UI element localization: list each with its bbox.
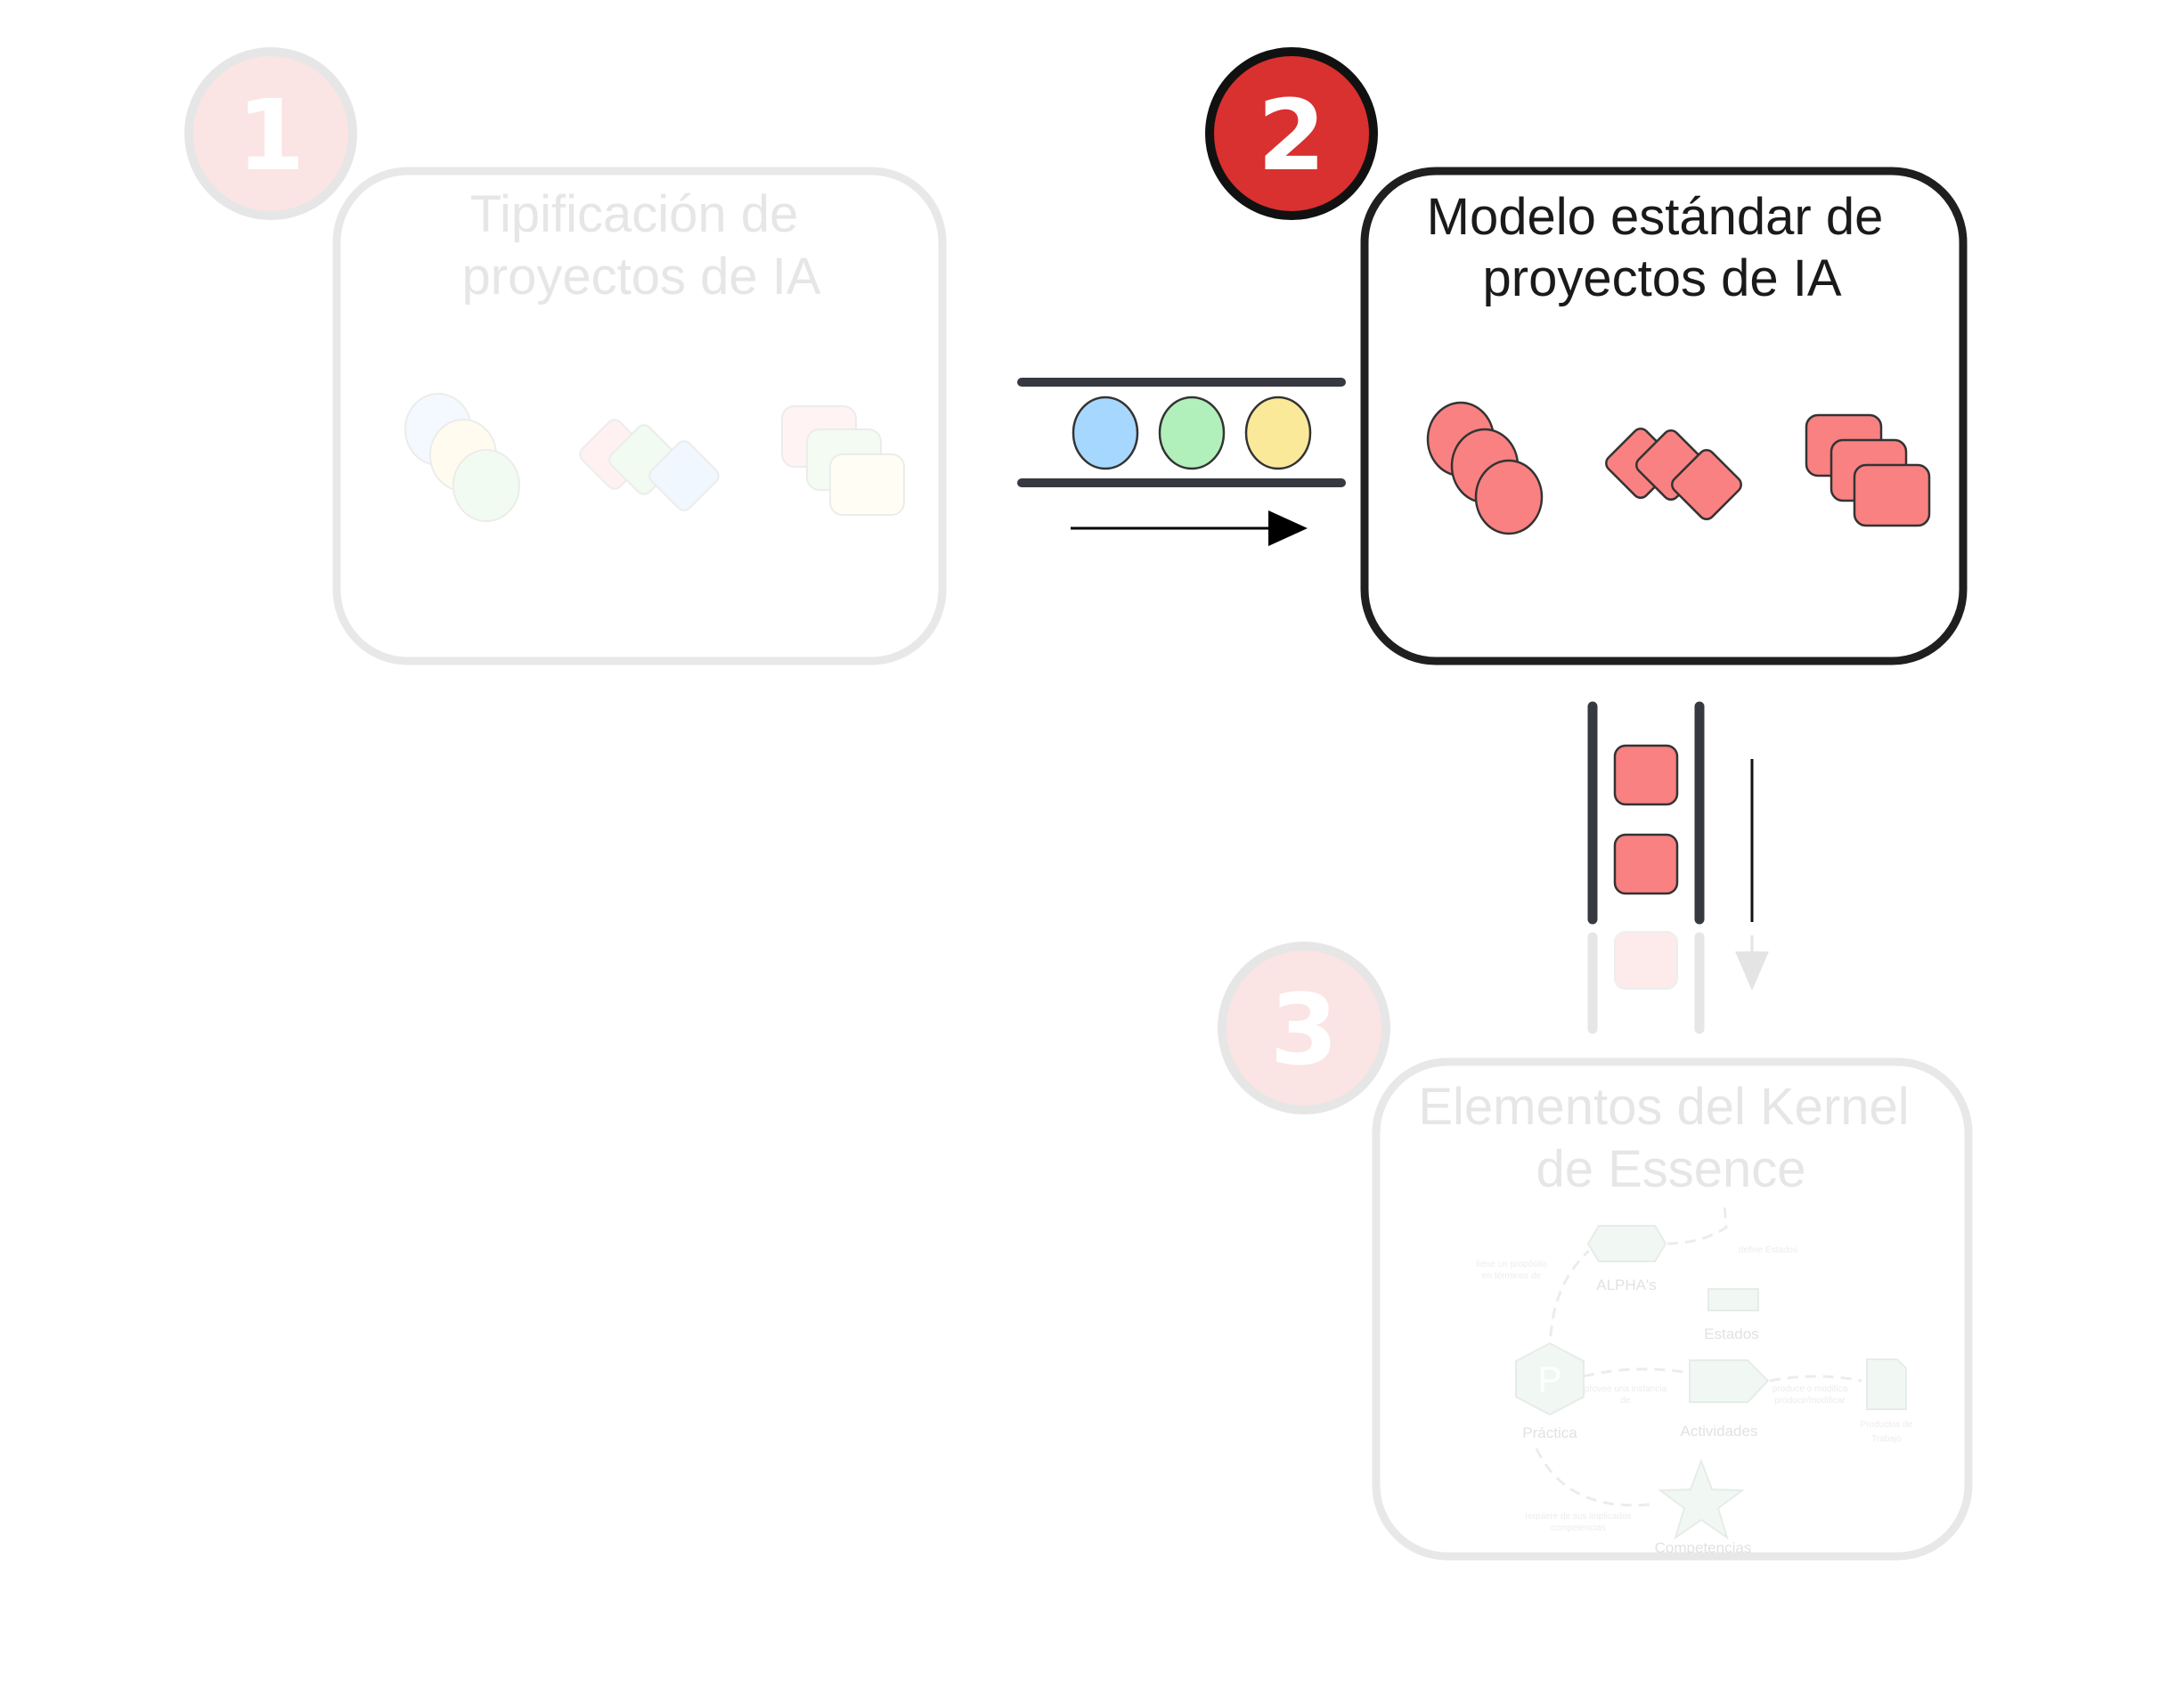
- kernel-edge-practica-competencias-line1: requiere de sus implicados: [1526, 1512, 1632, 1522]
- diamonds-stack-icon: [1605, 428, 1742, 520]
- arrow-right-icon: [1071, 510, 1308, 546]
- circles-stack-icon: [404, 393, 520, 522]
- step-2-number: 2: [1258, 78, 1326, 192]
- kernel-practica-label: Práctica: [1522, 1424, 1577, 1441]
- kernel-connectors: [1535, 1202, 1862, 1507]
- kernel-diagram: ALPHA's Estados P Práctica Actividades P…: [1476, 1202, 1913, 1556]
- practica-glyph: P: [1538, 1360, 1562, 1399]
- step-3: 3 Elementos del Kernel de Essence ALPHA'…: [1218, 942, 1973, 1561]
- kernel-edge-practica-alpha-line1: tiene un propósito: [1476, 1260, 1547, 1269]
- rounded-squares-stack-icon: [781, 405, 905, 516]
- kernel-productos-label-line2: Trabajo: [1871, 1434, 1902, 1444]
- step-3-title-line1: Elementos del Kernel: [1418, 1078, 1909, 1136]
- step-3-title-line2: de Essence: [1536, 1140, 1805, 1198]
- step-1-title-line2: proyectos de IA: [462, 248, 821, 306]
- kernel-competencias-label: Competencias: [1655, 1539, 1752, 1556]
- kernel-edge-actividades-productos-line2: producir/modificar: [1774, 1396, 1846, 1406]
- kernel-edge-actividades-productos-line1: produce o modifica: [1772, 1384, 1848, 1394]
- alpha-shape: [1586, 1225, 1667, 1262]
- kernel-edge-practica-actividades-line1: provee una instancia: [1585, 1384, 1667, 1394]
- step-3-box: [1372, 1057, 1973, 1561]
- kernel-edge-practica-actividades-line2: de: [1620, 1396, 1631, 1406]
- step-2-badge: 2: [1205, 47, 1378, 220]
- step-2-box: [1360, 167, 1968, 665]
- conveyor-down: [1587, 701, 1705, 1034]
- token-blue: [1072, 396, 1139, 470]
- conveyor-right: [1017, 378, 1346, 487]
- practica-shape: [1515, 1342, 1585, 1416]
- kernel-edge-alpha-estados: define Estados: [1739, 1245, 1797, 1255]
- step-2-title-line1: Modelo estándar de: [1427, 188, 1884, 246]
- step-2: 2 Modelo estándar de proyectos de IA: [1205, 47, 1968, 665]
- estados-shape: [1707, 1288, 1759, 1311]
- kernel-actividades-label: Actividades: [1681, 1423, 1758, 1440]
- diamonds-stack-icon: [579, 419, 720, 511]
- token-red-faded: [1614, 931, 1678, 990]
- step-3-number: 3: [1270, 973, 1339, 1087]
- token-yellow: [1244, 396, 1312, 470]
- arrow-down-icon: [1735, 759, 1769, 991]
- circles-stack-icon: [1426, 401, 1544, 535]
- kernel-productos-label-line1: Productos de: [1861, 1420, 1913, 1430]
- kernel-edge-practica-competencias-line2: competencias: [1551, 1523, 1606, 1533]
- productos-shape: [1866, 1359, 1907, 1410]
- step-2-title-line2: proyectos de IA: [1483, 249, 1842, 307]
- step-1-box: [332, 167, 947, 665]
- actividades-shape: [1689, 1359, 1770, 1403]
- kernel-estados-label: Estados: [1704, 1326, 1758, 1342]
- kernel-alphas-label: ALPHA's: [1596, 1277, 1657, 1293]
- kernel-edge-practica-alpha-line2: en términos de: [1482, 1271, 1542, 1281]
- token-red: [1613, 744, 1679, 806]
- step-1-badge: 1: [184, 47, 357, 220]
- rounded-squares-stack-icon: [1805, 413, 1931, 527]
- competencias-shape: [1658, 1458, 1745, 1540]
- token-green: [1158, 396, 1226, 470]
- token-red: [1613, 833, 1679, 895]
- step-1-title-line1: Tipificación de: [470, 185, 799, 243]
- step-1: 1 Tipificación de proyectos de IA: [184, 47, 947, 665]
- step-1-number: 1: [237, 78, 306, 192]
- step-3-badge: 3: [1218, 942, 1390, 1114]
